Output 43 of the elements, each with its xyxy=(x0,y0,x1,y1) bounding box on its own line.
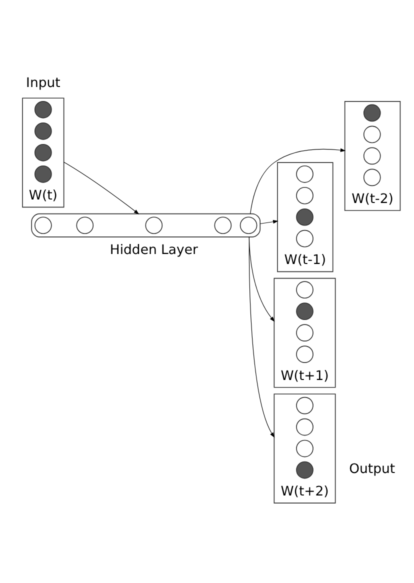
node-circle xyxy=(145,216,163,234)
node-circle xyxy=(296,230,314,248)
node-circle xyxy=(296,418,314,436)
node-dot xyxy=(363,104,381,122)
node-dot xyxy=(34,101,52,118)
arrow xyxy=(250,148,346,214)
node-label: W(t) xyxy=(28,188,58,204)
node-circle xyxy=(76,216,94,234)
node-label: W(t-1) xyxy=(284,253,326,268)
node-circle xyxy=(296,324,314,342)
node-label: W(t+2) xyxy=(280,484,329,500)
node-circle xyxy=(214,216,232,234)
label: Output xyxy=(349,462,396,478)
node-circle xyxy=(240,216,258,234)
node-dot xyxy=(296,302,314,320)
label: Input xyxy=(26,76,60,92)
cluster xyxy=(277,162,334,272)
node-circle xyxy=(296,440,314,458)
node-circle xyxy=(363,147,381,165)
node-dot xyxy=(296,461,314,479)
node-circle xyxy=(296,396,314,414)
cluster xyxy=(31,213,261,238)
node-label: W(t-2) xyxy=(352,192,394,207)
node-label: W(t+1) xyxy=(280,368,329,384)
node-circle xyxy=(363,168,381,186)
node-dot xyxy=(34,165,52,183)
node-circle xyxy=(34,216,52,234)
node-circle xyxy=(296,165,314,183)
arrow xyxy=(248,236,275,438)
cluster xyxy=(22,98,64,208)
arrow xyxy=(64,162,140,214)
cluster xyxy=(344,101,401,211)
cluster xyxy=(274,394,336,504)
node-dot xyxy=(34,122,52,140)
cluster xyxy=(274,278,336,388)
arrow xyxy=(260,220,278,224)
label: Hidden Layer xyxy=(110,243,198,258)
node-circle xyxy=(296,281,314,299)
node-circle xyxy=(296,186,314,204)
node-circle xyxy=(363,126,381,144)
node-dot xyxy=(34,144,52,162)
node-circle xyxy=(296,346,314,363)
node-dot xyxy=(296,208,314,226)
